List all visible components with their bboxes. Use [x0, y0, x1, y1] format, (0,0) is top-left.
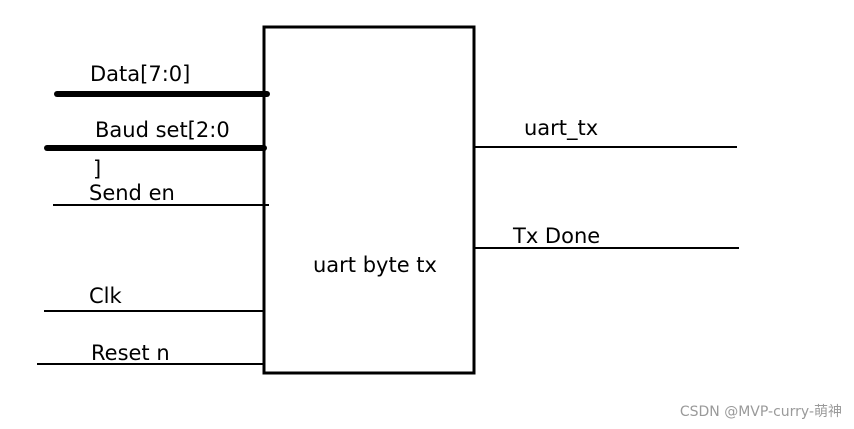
module-title: uart byte tx — [313, 253, 437, 277]
clk-label: Clk — [89, 284, 122, 308]
tx-done-label: Tx Done — [513, 224, 601, 248]
data-label: Data[7:0] — [90, 62, 191, 86]
baud-set-label-cont: ] — [93, 157, 102, 181]
uart-tx-label: uart_tx — [524, 116, 599, 140]
reset-n-label: Reset n — [91, 341, 170, 365]
module-box — [262, 25, 476, 375]
send-en-label: Send en — [89, 181, 175, 205]
watermark-text: CSDN @MVP-curry-萌神 — [679, 404, 842, 420]
baud-set-label: Baud set[2:0 — [95, 118, 230, 142]
